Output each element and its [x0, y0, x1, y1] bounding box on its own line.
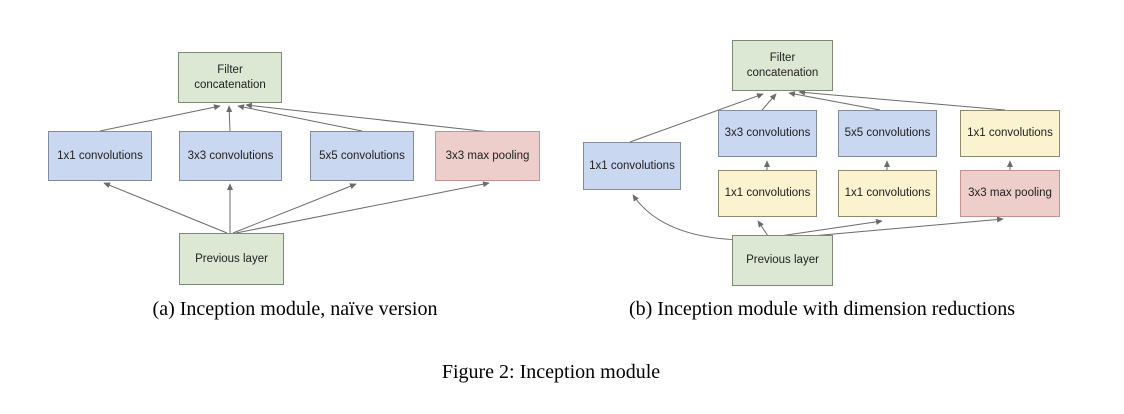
- edge-a-previous-layer-to-conv-1x1: [103, 182, 228, 234]
- edge-b-conv-3x3-to-filter-concatenation: [761, 93, 777, 111]
- edge-a-conv-5x5-to-filter-concatenation: [237, 104, 363, 132]
- edge-a-previous-layer-to-conv-5x5: [232, 183, 357, 234]
- node-a-previous-layer: Previous layer: [179, 233, 284, 285]
- node-b-conv-3x3: 3x3 convolutions: [718, 110, 817, 157]
- edge-a-previous-layer-to-max-pooling-3x3: [235, 181, 490, 234]
- edge-b-previous-layer-to-conv-1x1-reduce-3x3: [757, 220, 769, 237]
- edge-a-max-pooling-3x3-to-filter-concatenation: [245, 102, 491, 133]
- node-b-previous-layer: Previous layer: [732, 235, 833, 286]
- node-b-conv-1x1-pool-proj: 1x1 convolutions: [960, 110, 1060, 157]
- edge-b-conv-5x5-to-filter-concatenation: [788, 91, 881, 111]
- node-a-conv-3x3: 3x3 convolutions: [179, 131, 282, 181]
- node-b-conv-1x1-reduce-3x3: 1x1 convolutions: [718, 170, 817, 217]
- node-b-conv-5x5: 5x5 convolutions: [838, 110, 937, 157]
- node-a-conv-5x5: 5x5 convolutions: [310, 131, 414, 181]
- node-b-conv-1x1-direct: 1x1 convolutions: [583, 142, 681, 190]
- node-a-conv-1x1: 1x1 convolutions: [48, 131, 152, 181]
- caption-subfigure-a: (a) Inception module, naïve version: [152, 298, 438, 320]
- figure-caption: Figure 2: Inception module: [441, 361, 661, 383]
- node-a-max-pooling-3x3: 3x3 max pooling: [435, 131, 540, 181]
- edge-a-conv-1x1-to-filter-concatenation: [99, 104, 221, 132]
- node-a-filter-concatenation: Filter concatenation: [178, 52, 282, 103]
- node-b-filter-concatenation: Filter concatenation: [732, 40, 833, 91]
- edge-a-conv-3x3-to-filter-concatenation: [226, 105, 233, 132]
- edge-b-conv-1x1-pool-proj-to-filter-concatenation: [798, 89, 1006, 111]
- node-b-conv-1x1-reduce-5x5: 1x1 convolutions: [838, 170, 937, 217]
- caption-subfigure-b: (b) Inception module with dimension redu…: [628, 298, 1016, 320]
- node-b-max-pooling-3x3: 3x3 max pooling: [960, 170, 1060, 217]
